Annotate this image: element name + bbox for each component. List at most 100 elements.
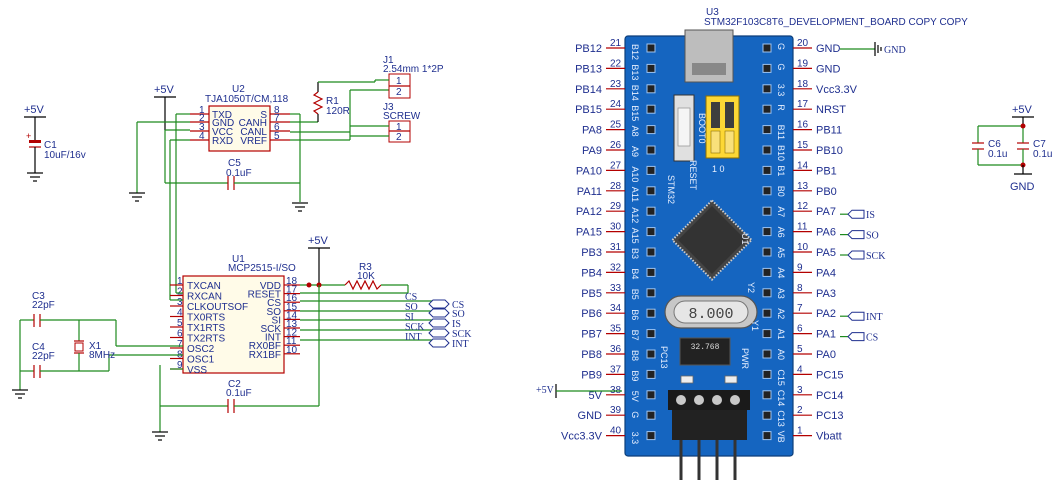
u3-silk-right-7: B0 [776, 186, 786, 197]
x1-crystal-circuit[interactable]: C3 22pF C4 22pF X1 8MHz [12, 291, 183, 399]
u3-pin-4-name: PC15 [816, 369, 844, 381]
u3-pin-39-number: 39 [610, 405, 622, 416]
c5-value: 0.1uF [226, 168, 252, 179]
silk-pc13: PC13 [659, 346, 669, 369]
u1-pin-10-number: 10 [286, 345, 298, 356]
u2-pin-1-number: 1 [199, 105, 205, 116]
u1-pin-13-number: 13 [286, 319, 298, 330]
u1-pin-17-name: RESET [248, 290, 281, 301]
net-sck: SCK [405, 322, 425, 333]
r1-value: 120R [326, 106, 350, 117]
u3-pin-24-name: PB15 [575, 104, 602, 116]
c7-value: 0.1u [1033, 149, 1052, 160]
c2-capacitor[interactable]: C2 0.1uF [152, 285, 320, 441]
u1-pin-2-name: RXCAN [187, 292, 222, 303]
u1-pin-7-name: OSC2 [187, 344, 215, 355]
u3-port-pa5-label: SCK [866, 251, 886, 262]
c6-ref: C6 [988, 139, 1001, 150]
u2-value: TJA1050T/CM,118 [205, 94, 289, 105]
u1-pin-2-number: 2 [177, 287, 183, 298]
u3-pin-4-number: 4 [797, 364, 803, 375]
silk-u1: U1 [740, 233, 750, 245]
j1-pin-1: 1 [396, 76, 402, 87]
u2-pin-7-name: CANH [239, 118, 267, 129]
swd-header [672, 395, 747, 480]
u3-pin-22-number: 22 [610, 58, 622, 69]
u3-pin-38-name: 5V [589, 390, 603, 402]
silk-pwr: PWR [740, 348, 750, 369]
c4-ref: C4 [32, 342, 45, 353]
u1-pin-3-number: 3 [177, 297, 183, 308]
u3-pin-34-name: PB6 [581, 308, 602, 320]
r3-value: 10K [357, 271, 375, 282]
u1-pin-13-name: SCK [260, 324, 281, 335]
u1-pin-10-name: RX1BF [249, 350, 281, 361]
u3-port-pa1-label: CS [866, 333, 878, 344]
u3-silk-left-12: B5 [630, 289, 640, 300]
r1-resistor[interactable]: R1 120R [312, 80, 390, 122]
gnd-net-label: GND [884, 45, 906, 56]
c1-ref: C1 [44, 140, 57, 151]
j1-header[interactable]: J1 2.54mm 1*2P 1 2 [375, 55, 444, 99]
c5-ref: C5 [228, 158, 241, 169]
u3-silk-left-6: A10 [630, 166, 640, 182]
u2-pin-7-number: 7 [274, 113, 280, 124]
u3-pin-35-number: 35 [610, 324, 622, 335]
u3-pin-16-name: PB11 [816, 125, 842, 137]
u1-pin-8-name: OSC1 [187, 355, 215, 366]
u3-pin-15-name: PB10 [816, 145, 843, 157]
crystal-rtc-label: 32.768 [691, 343, 720, 352]
u1-pin-6-name: TX2RTS [187, 334, 225, 345]
u3-pin-7-number: 7 [797, 303, 803, 314]
u3-pin-36-number: 36 [610, 344, 622, 355]
c1-capacitor[interactable]: +5V + C1 10uF/16v [24, 104, 86, 182]
j3-screw-terminal[interactable]: J3 SCREW 1 2 [349, 90, 421, 143]
u1-pin-11-number: 11 [286, 336, 297, 347]
u1-pin-11-name: RX0BF [249, 341, 281, 352]
u3-silk-right-6: B1 [776, 165, 786, 176]
u1-pin-9-name: VSS [187, 365, 207, 376]
u3-pin-11-name: PA6 [816, 227, 836, 239]
u2-pin-6-number: 6 [274, 122, 280, 133]
u3-pin-8-name: PA3 [816, 288, 836, 300]
u2-pin-5-name: VREF [240, 136, 267, 147]
c5-capacitor[interactable]: C5 0.1uF [165, 158, 300, 190]
c6-c7-decoupling[interactable]: +5V C6 0.1u C7 0.1u GND [972, 104, 1052, 193]
u3-pin-13-number: 13 [797, 181, 809, 192]
u3-silk-left-18: G [630, 411, 640, 418]
u1-pin-12-name: INT [265, 333, 281, 344]
u3-pin-22-name: PB13 [575, 63, 602, 75]
r3-resistor[interactable]: +5V R3 10K [300, 235, 409, 294]
u2-pin-2-name: GND [212, 118, 234, 129]
silk-jumper: 1 0 [712, 164, 725, 174]
u1-value: MCP2515-I/SO [228, 263, 296, 274]
u3-pin-19-number: 19 [797, 58, 809, 69]
c4-value: 22pF [32, 351, 55, 362]
u3-pin-25-name: PA8 [582, 125, 602, 137]
u3-stm32-board[interactable]: U3 STM32F103C8T6_DEVELOPMENT_BOARD COPY … [561, 7, 968, 480]
u3-pin-27-number: 27 [610, 160, 622, 171]
u3-silk-left-1: B13 [630, 64, 640, 80]
silk-brand: STM32 [666, 175, 676, 204]
u3-pin-17-name: NRST [816, 104, 846, 116]
u2-pin-3-name: VCC [212, 127, 233, 138]
u3-silk-right-15: A0 [776, 349, 786, 360]
c6-value: 0.1u [988, 149, 1007, 160]
u2-pin-4-name: RXD [212, 136, 233, 147]
u3-pin-5-name: PA0 [816, 349, 836, 361]
u3-pin-15-number: 15 [797, 140, 809, 151]
j3-ref: J3 [383, 102, 394, 113]
u2-pin-1-name: TXD [212, 110, 232, 121]
j3-value: SCREW [383, 111, 421, 122]
u3-silk-left-13: B6 [630, 309, 640, 320]
u3-pin-29-name: PA12 [576, 206, 602, 218]
u2-pin-8-number: 8 [274, 105, 280, 116]
u1-pin-6-number: 6 [177, 329, 183, 340]
ground-symbol [12, 389, 28, 399]
c2-ref: C2 [228, 379, 241, 390]
u3-pin-23-number: 23 [610, 79, 622, 90]
u3-pin-21-number: 21 [610, 38, 622, 49]
